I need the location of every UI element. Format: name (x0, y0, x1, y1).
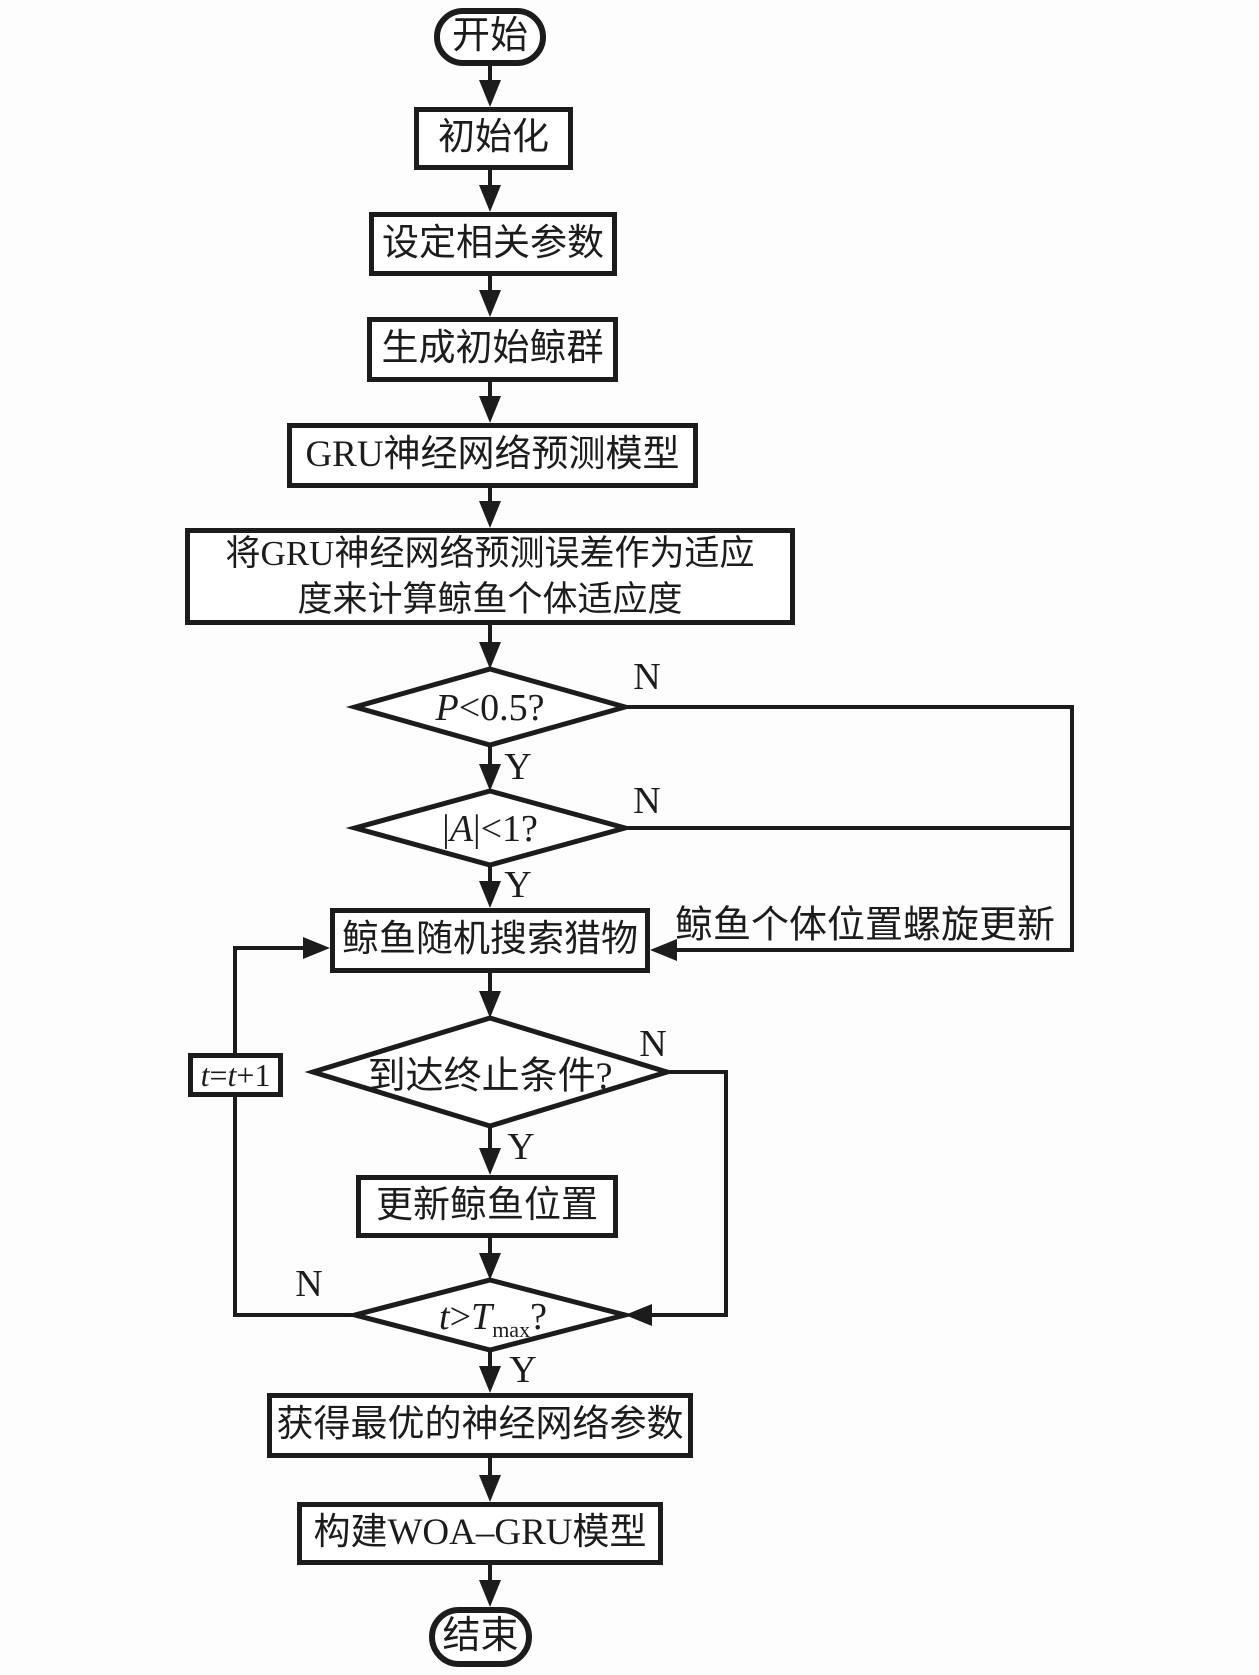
branch-no-terminate: N (639, 1023, 667, 1065)
branch-no-p: N (633, 656, 661, 698)
node-gru-model: GRU神经网络预测模型 (287, 423, 698, 488)
edge-label-spiral-update: 鲸鱼个体位置螺旋更新 (674, 904, 1056, 947)
node-start-label: 开始 (451, 15, 528, 58)
node-best-parameters: 获得最优的神经网络参数 (267, 1393, 693, 1458)
node-build-model: 构建WOA–GRU模型 (297, 1502, 663, 1565)
node-generate-population: 生成初始鲸群 (367, 317, 618, 382)
diamond-a-condition (345, 788, 635, 868)
node-fitness-calc: 将GRU神经网络预测误差作为适应 度来计算鲸鱼个体适应度 (185, 528, 795, 625)
branch-yes-a: Y (504, 864, 532, 906)
node-random-search: 鲸鱼随机搜索猎物 (330, 908, 650, 973)
branch-no-tmax: N (295, 1263, 323, 1305)
decision-a-label: |A|<1? (442, 808, 538, 850)
node-start: 开始 (434, 8, 546, 66)
branch-yes-tmax: Y (509, 1349, 537, 1391)
branch-no-a: N (633, 780, 661, 822)
node-set-parameters: 设定相关参数 (369, 212, 617, 276)
fitness-line-1: 将GRU神经网络预测误差作为适应 (225, 533, 755, 573)
edge-terminate-no (652, 1070, 728, 1317)
node-fitness-calc-label: 将GRU神经网络预测误差作为适应 度来计算鲸鱼个体适应度 (226, 531, 755, 623)
node-update-position: 更新鲸鱼位置 (356, 1175, 618, 1238)
edge-tmax-no-loop (233, 946, 355, 1317)
node-initialize: 初始化 (414, 107, 573, 170)
node-update-position-label: 更新鲸鱼位置 (376, 1185, 598, 1227)
node-counter-increment: t=t+1 (188, 1053, 283, 1097)
node-gru-model-label: GRU神经网络预测模型 (305, 434, 680, 476)
node-end: 结束 (429, 1607, 532, 1667)
diamond-terminate-condition (304, 1015, 676, 1129)
fitness-line-2: 度来计算鲸鱼个体适应度 (297, 579, 683, 619)
node-end-label: 结束 (442, 1615, 519, 1658)
node-generate-population-label: 生成初始鲸群 (381, 328, 604, 370)
counter-label: t=t+1 (200, 1056, 271, 1093)
decision-terminate-label: 到达终止条件? (367, 1055, 613, 1098)
node-build-model-label: 构建WOA–GRU模型 (313, 1512, 647, 1554)
node-best-parameters-label: 获得最优的神经网络参数 (276, 1404, 684, 1446)
diamond-p-condition (345, 666, 635, 748)
branch-yes-terminate: Y (507, 1126, 535, 1168)
node-random-search-label: 鲸鱼随机搜索猎物 (342, 919, 638, 961)
node-set-parameters-label: 设定相关参数 (382, 222, 604, 264)
node-initialize-label: 初始化 (438, 117, 549, 159)
decision-tmax-label: t>Tmax? (439, 1296, 547, 1342)
decision-p-label: P<0.5? (435, 687, 545, 729)
diamond-tmax-condition (345, 1277, 635, 1353)
branch-yes-p: Y (504, 746, 532, 788)
